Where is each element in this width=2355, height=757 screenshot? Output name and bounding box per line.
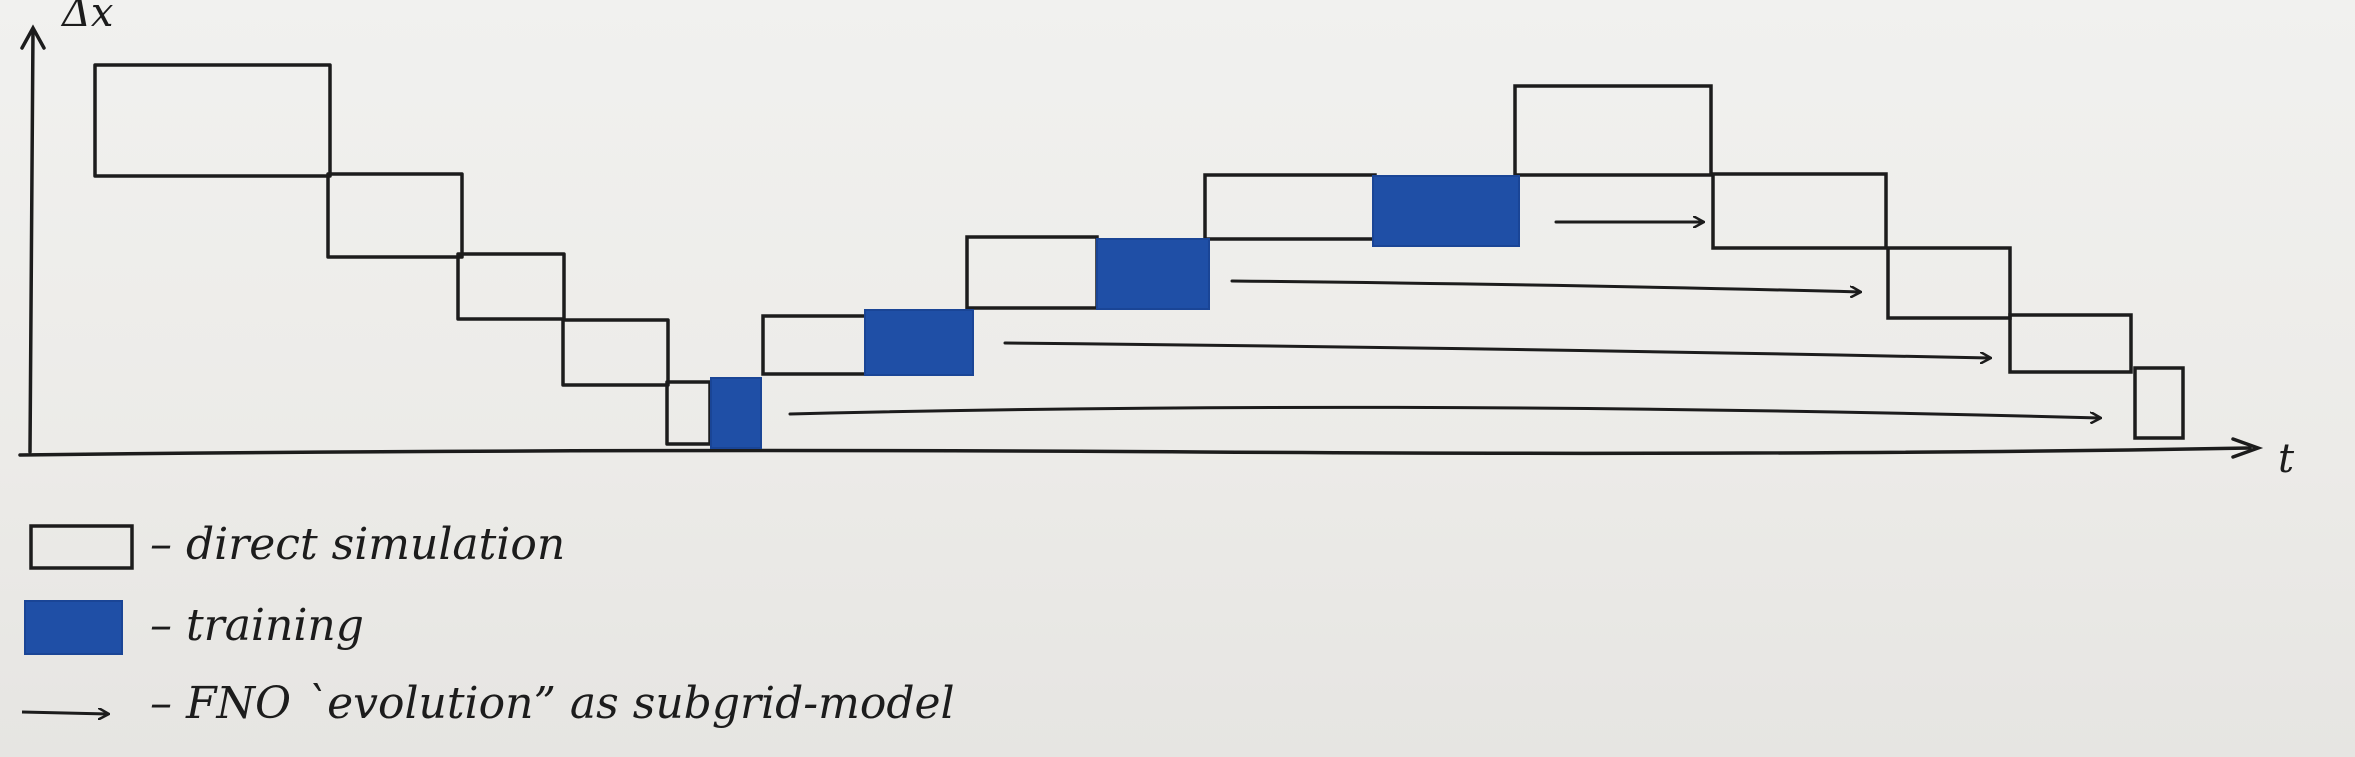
direct-sim-box	[326, 172, 464, 259]
y-axis-label: Δx	[60, 0, 113, 36]
training-box	[710, 377, 762, 449]
direct-sim-box	[965, 235, 1099, 310]
y-axis	[28, 28, 35, 454]
legend-arrow-symbol	[21, 712, 108, 714]
direct-sim-box	[2133, 366, 2185, 440]
legend-training-label: – training	[150, 600, 364, 651]
legend-fno-label: – FNO `evolution” as subgrid-model	[150, 678, 955, 729]
direct-sim-box	[93, 63, 332, 178]
direct-sim-box	[665, 380, 712, 446]
x-axis-arrowhead	[2231, 437, 2264, 459]
training-box	[1372, 175, 1520, 247]
direct-simulation-boxes-descending	[93, 63, 712, 446]
direct-sim-box	[456, 252, 566, 321]
x-axis	[18, 446, 2252, 457]
direct-sim-box	[561, 318, 670, 387]
fno-arrow	[788, 405, 2100, 418]
fno-arrow	[1003, 341, 1990, 358]
direct-sim-box	[1203, 173, 1377, 241]
direct-sim-box	[1886, 246, 2012, 320]
direct-sim-box	[2008, 313, 2133, 374]
x-axis-label: t	[2278, 436, 2295, 482]
direct-simulation-boxes-right	[1513, 84, 2185, 440]
training-box	[1096, 238, 1210, 310]
direct-sim-box	[1513, 84, 1713, 177]
legend-direct-sim-label: – direct simulation	[150, 519, 565, 570]
y-axis-arrowhead	[20, 24, 46, 50]
fno-arrow	[1230, 279, 1860, 292]
direct-sim-box	[1711, 172, 1888, 250]
legend-training-symbol	[24, 600, 123, 655]
legend-direct-sim-symbol	[29, 524, 134, 570]
direct-sim-box	[761, 314, 869, 376]
axes	[18, 24, 2264, 459]
legend: – direct simulation – training – FNO `ev…	[21, 519, 955, 729]
training-boxes	[710, 175, 1520, 449]
training-box	[864, 309, 974, 376]
fno-evolution-arrows	[788, 222, 2100, 418]
